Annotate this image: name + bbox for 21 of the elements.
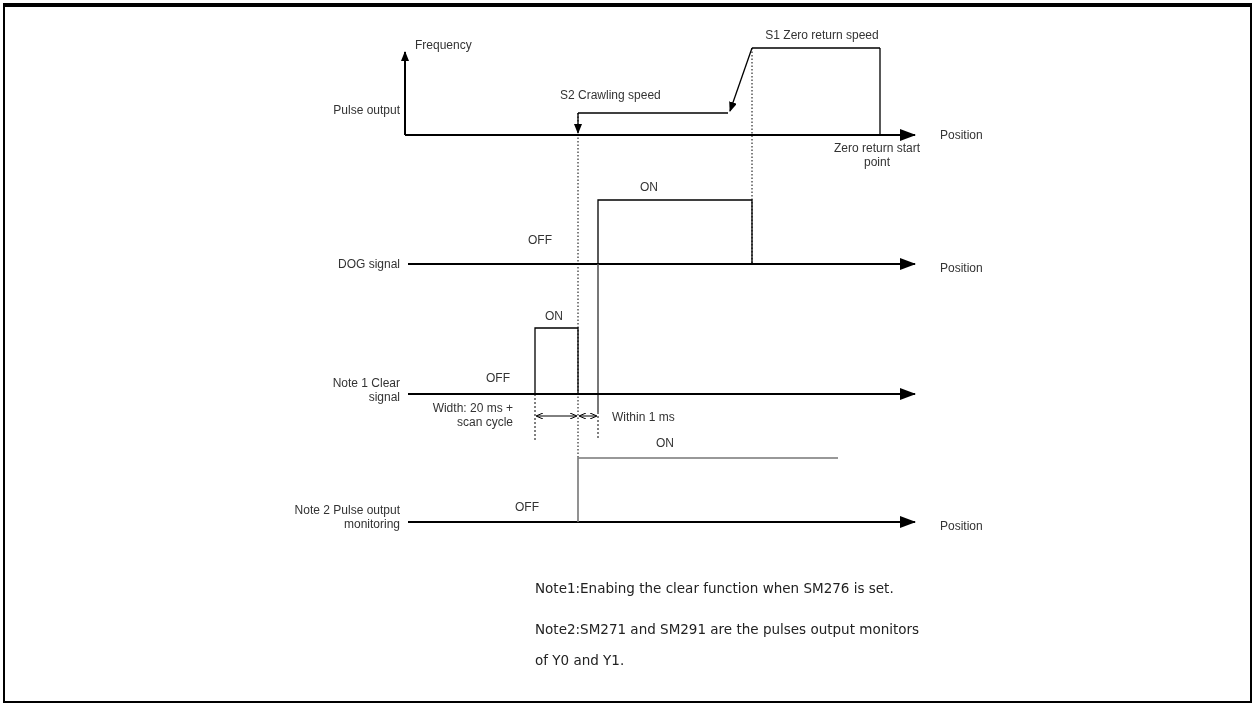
signal-label: Note 1 Clear signal [331, 376, 400, 404]
timing-annotation: Width: 20 ms + scan cycle [431, 401, 513, 429]
state-label: ON [656, 436, 674, 450]
note-text: Note1:Enabing the clear function when SM276 is set. [535, 579, 895, 598]
axis-label: Position [940, 128, 983, 142]
speed-label: S1 Zero return speed [764, 28, 880, 42]
state-label: OFF [515, 500, 539, 514]
signal-label: Note 2 Pulse output monitoring [293, 503, 400, 531]
axis-label: Frequency [415, 38, 472, 52]
point-label: Zero return start point [833, 141, 921, 169]
timing-annotation: Within 1 ms [612, 410, 675, 424]
state-label: OFF [486, 371, 510, 385]
speed-label: S2 Crawling speed [560, 88, 661, 102]
state-label: ON [640, 180, 658, 194]
signal-label: DOG signal [336, 257, 400, 271]
state-label: OFF [528, 233, 552, 247]
note-text: Note2:SM271 and SM291 are the pulses output monitors of Y0 and Y1. [535, 620, 921, 670]
axis-label: Position [940, 519, 983, 533]
state-label: ON [545, 309, 563, 323]
signal-label: Pulse output [332, 103, 400, 117]
axis-label: Position [940, 261, 983, 275]
